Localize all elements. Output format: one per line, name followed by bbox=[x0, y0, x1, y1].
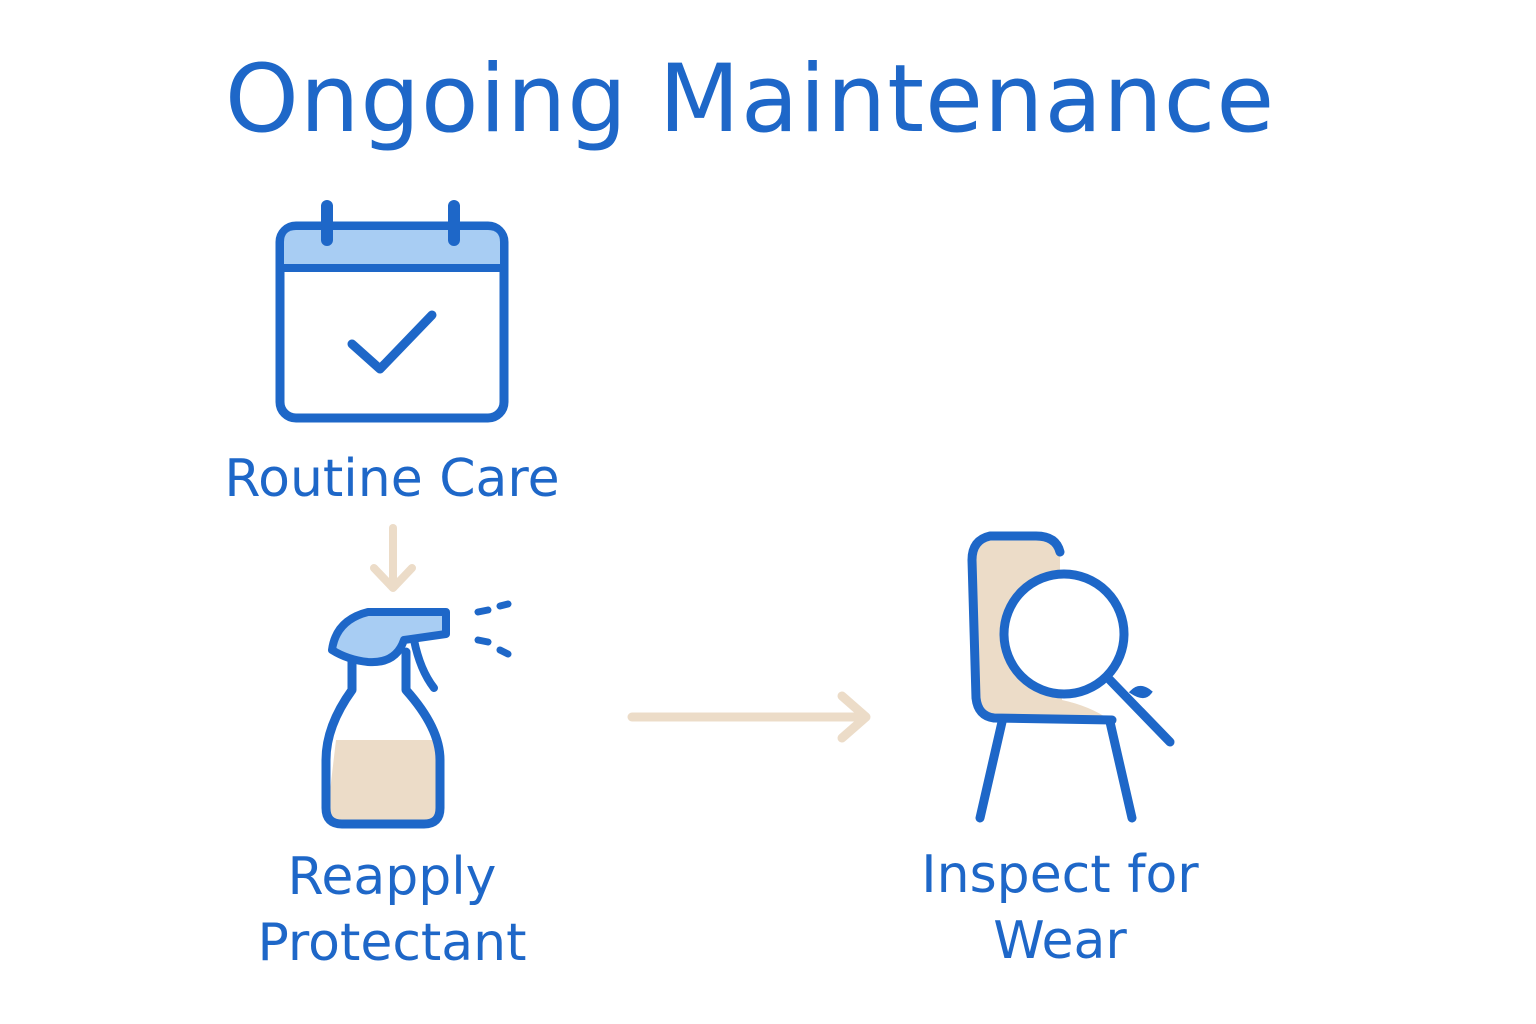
step-label-line: Routine Care bbox=[224, 449, 560, 509]
spray-bottle-icon bbox=[321, 600, 512, 829]
step-label-inspect-for-wear: Inspect for Wear bbox=[860, 842, 1260, 974]
down-arrow-connector bbox=[370, 524, 416, 592]
page-title: Ongoing Maintenance bbox=[224, 45, 1276, 154]
chair-magnifier-icon bbox=[967, 531, 1175, 823]
step-label-line: Protectant bbox=[257, 913, 527, 973]
calendar-check-icon bbox=[275, 200, 509, 423]
step-label-routine-care: Routine Care bbox=[192, 446, 592, 512]
right-arrow-connector bbox=[627, 691, 871, 743]
step-label-line: Inspect for bbox=[921, 845, 1199, 905]
step-label-line: Wear bbox=[993, 911, 1127, 971]
step-label-reapply-protectant: Reapply Protectant bbox=[192, 844, 592, 976]
step-label-line: Reapply bbox=[287, 847, 497, 907]
